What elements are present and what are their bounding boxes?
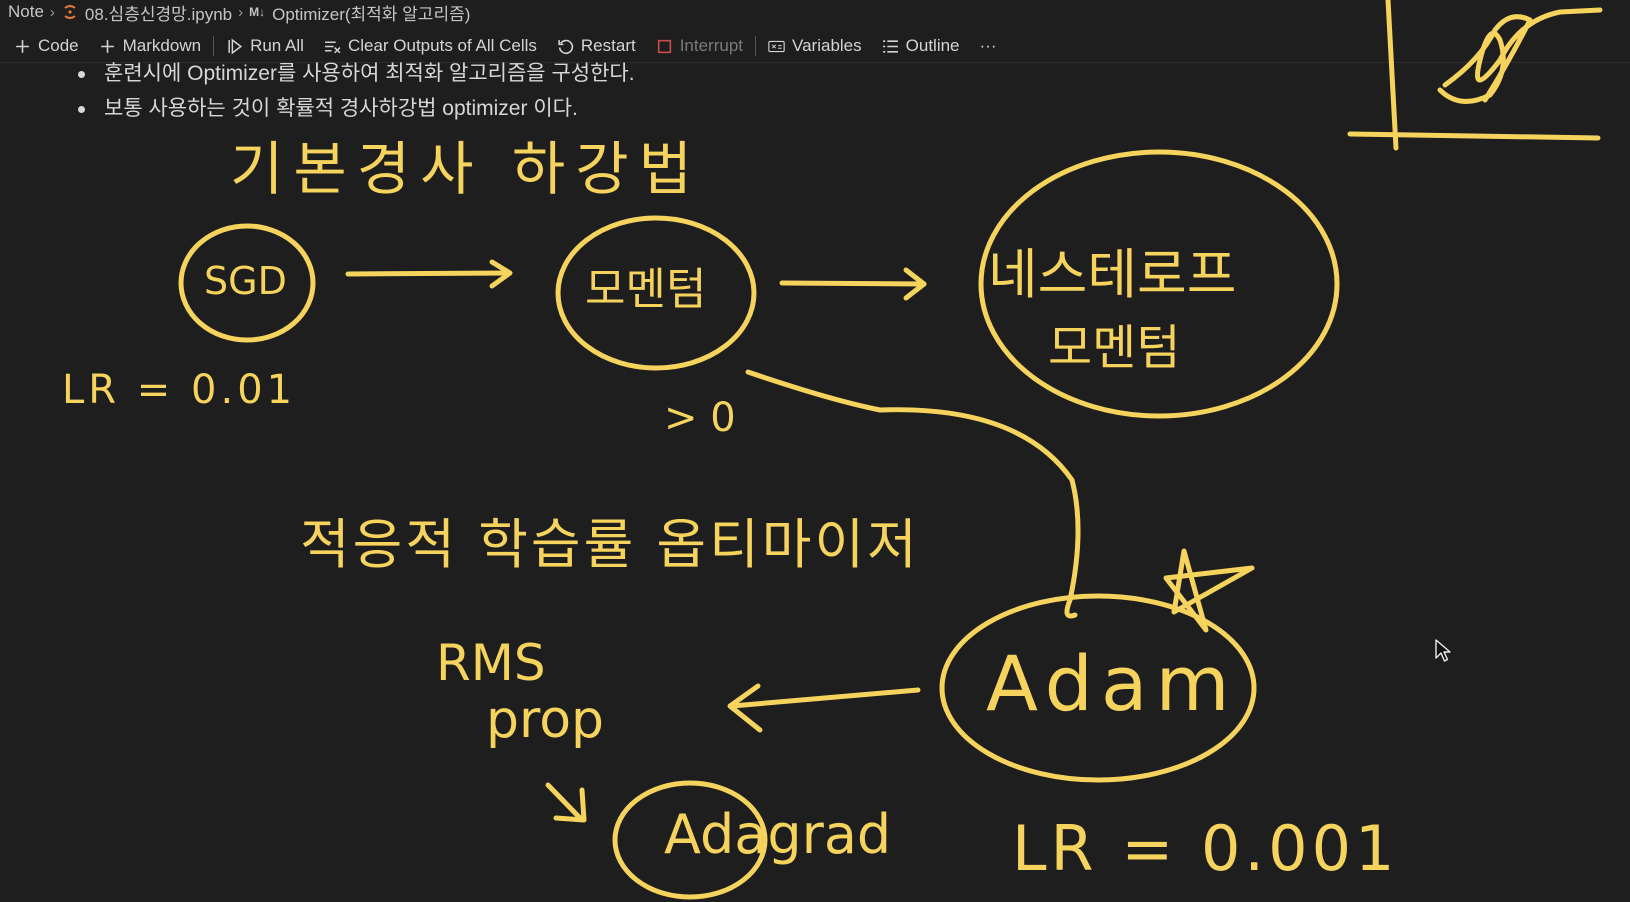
breadcrumb-section[interactable]: Optimizer(최적화 알고리즘): [272, 4, 471, 24]
add-code-cell-button[interactable]: Code: [4, 32, 89, 60]
markdown-cell-list: 훈련시에 Optimizer를 사용하여 최적화 알고리즘을 구성한다. 보통 …: [78, 62, 635, 126]
clear-all-icon: [325, 41, 341, 53]
sketch-axis-y: [1385, 0, 1399, 151]
list-icon: [882, 39, 898, 53]
arrowhead-icon: [727, 683, 763, 733]
mouse-pointer-icon: [1435, 639, 1451, 662]
arrow-sgd-to-momentum: [345, 270, 511, 277]
annotation-rms-line1: RMS: [436, 634, 546, 692]
variables-label: Variables: [792, 36, 862, 55]
sketch-curve: [1442, 14, 1533, 103]
arrow-rmsprop-to-adagrad: [545, 782, 583, 821]
annotation-adam: Adam: [986, 639, 1238, 728]
clear-outputs-label: Clear Outputs of All Cells: [347, 36, 537, 55]
variables-icon: [768, 40, 785, 52]
variables-button[interactable]: Variables: [758, 32, 872, 60]
notebook-editor: 훈련시에 Optimizer를 사용하여 최적화 알고리즘을 구성한다. 보통 …: [0, 62, 1630, 902]
restart-icon: [558, 39, 574, 54]
arrow-adam-to-rmsprop: [729, 687, 921, 709]
adam-circle: [939, 593, 1257, 783]
run-all-button[interactable]: Run All: [216, 32, 314, 60]
annotation-rms-line2: prop: [486, 690, 605, 750]
jupyter-notebook-icon: [64, 5, 76, 19]
chevron-right-icon: ›: [238, 3, 244, 21]
nesterov-circle: [978, 149, 1340, 419]
add-code-cell-label: Code: [38, 36, 79, 55]
run-all-icon: [228, 38, 243, 54]
clear-outputs-button[interactable]: Clear Outputs of All Cells: [314, 32, 547, 60]
annotation-nesterov-line2: 모멘텀: [1048, 320, 1181, 376]
outline-label: Outline: [905, 36, 960, 55]
arrowhead-icon: [553, 787, 587, 823]
restart-button[interactable]: Restart: [547, 32, 646, 60]
star-icon: [1163, 548, 1255, 633]
sketch-axis-x: [1347, 131, 1601, 141]
adagrad-circle: [612, 780, 768, 900]
toolbar-divider-line: [0, 62, 1630, 63]
breadcrumb: Note › 08.심층신경망.ipynb › M↓ Optimizer(최적화…: [0, 0, 1630, 24]
run-all-label: Run All: [250, 36, 304, 55]
annotation-adaptive: 적응적 학습률 옵티마이저: [300, 513, 920, 576]
plus-icon: [100, 39, 114, 53]
annotation-lr-adam: LR = 0.001: [1012, 812, 1399, 885]
momentum-circle: [555, 215, 757, 371]
annotation-sgd: SGD: [204, 259, 287, 303]
outline-button[interactable]: Outline: [872, 32, 970, 60]
chevron-right-icon: ›: [49, 3, 55, 21]
annotation-title: 기본경사 하강법: [230, 135, 702, 203]
sketch-curve: [1437, 7, 1603, 104]
markdown-bullet: 보통 사용하는 것이 확률적 경사하강법 optimizer 이다.: [78, 91, 635, 126]
annotation-momentum: 모멘텀: [585, 264, 707, 315]
breadcrumb-file[interactable]: 08.심층신경망.ipynb: [84, 4, 233, 24]
markdown-bullet: 훈련시에 Optimizer를 사용하여 최적화 알고리즘을 구성한다.: [78, 62, 635, 91]
breadcrumb-root[interactable]: Note: [8, 2, 44, 21]
annotation-nesterov-line1: 네스테로프: [988, 243, 1237, 306]
annotation-adagrad: Adagrad: [664, 803, 892, 866]
more-actions-button[interactable]: ···: [970, 32, 1007, 60]
interrupt-button[interactable]: Interrupt: [646, 32, 753, 60]
interrupt-label: Interrupt: [679, 36, 744, 55]
notebook-toolbar: Code Markdown Run All Clear Outputs of A…: [0, 30, 1630, 62]
arrow-momentum-to-nesterov: [779, 280, 927, 287]
annotation-momentum-note: > 0: [664, 395, 736, 441]
add-markdown-cell-label: Markdown: [122, 36, 202, 55]
stop-icon: [657, 39, 671, 53]
sgd-circle: [178, 223, 316, 343]
plus-icon: [16, 39, 29, 53]
restart-label: Restart: [580, 36, 636, 55]
add-markdown-cell-button[interactable]: Markdown: [89, 32, 211, 60]
markdown-icon: M↓: [249, 5, 266, 19]
more-icon: ···: [979, 36, 997, 55]
curve-momentum-to-adam: [745, 369, 1081, 619]
arrowhead-icon: [489, 259, 513, 289]
toolbar-divider: [755, 36, 757, 56]
toolbar-divider: [213, 36, 215, 56]
annotation-lr-sgd: LR = 0.01: [62, 367, 297, 413]
arrowhead-icon: [903, 267, 927, 301]
